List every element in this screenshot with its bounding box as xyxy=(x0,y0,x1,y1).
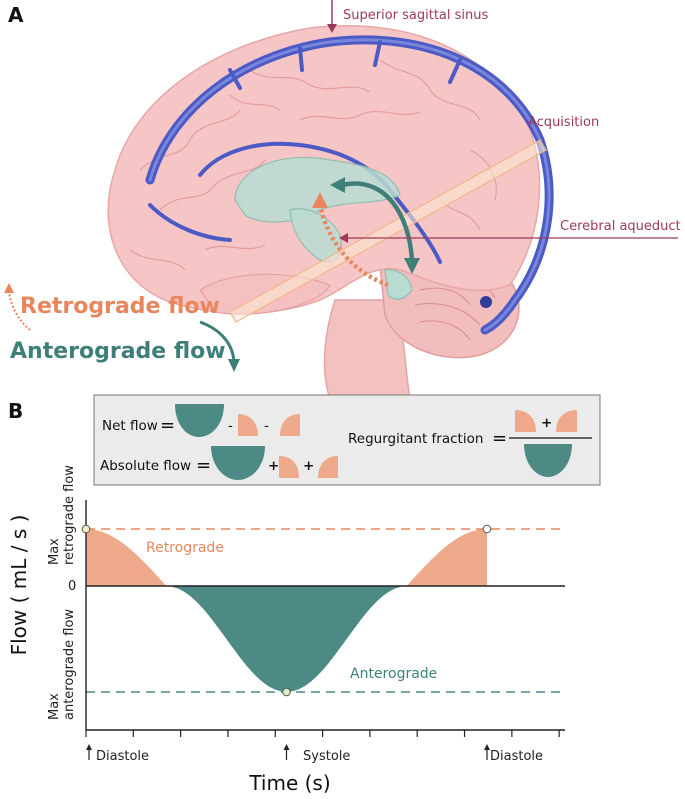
absolute-flow-plus-2: + xyxy=(303,458,314,474)
absolute-flow-eq: = xyxy=(196,455,211,476)
label-cerebral-aqueduct: Cerebral aqueduct xyxy=(560,219,681,234)
net-flow-antero-shape xyxy=(175,404,224,437)
confluence-of-sinuses xyxy=(480,296,492,308)
net-flow-retro-early-shape xyxy=(238,414,258,436)
phase-arrowhead-icon-0 xyxy=(86,744,92,750)
x-marker-diastole-start: Diastole xyxy=(96,749,149,764)
net-flow-minus-1: - xyxy=(228,418,233,434)
rf-retro-late-shape xyxy=(556,410,577,432)
ytick-zero: 0 xyxy=(68,579,76,594)
x-marker-systole: Systole xyxy=(303,749,350,764)
anterograde-legend-arrow xyxy=(199,320,236,363)
rf-plus: + xyxy=(541,415,552,431)
net-flow-eq: = xyxy=(160,415,175,436)
sinus-pointer-icon xyxy=(327,24,337,33)
net-flow-label: Net flow xyxy=(102,418,158,434)
label-acquisition: Acquisition xyxy=(528,115,599,130)
x-marker-diastole-end: Diastole xyxy=(490,749,543,764)
retrograde-arrowhead xyxy=(312,192,328,208)
panel-b-label: B xyxy=(8,399,23,423)
regurgitant-fraction-eq: = xyxy=(492,428,507,449)
aqueduct-pointer-icon xyxy=(339,233,348,243)
area-anterograde-middle xyxy=(166,586,407,692)
x-axis-title: Time (s) xyxy=(248,771,330,795)
anterograde-arrowhead-left xyxy=(330,177,345,193)
regurgitant-fraction-label: Regurgitant fraction xyxy=(348,431,483,447)
absolute-flow-plus-1: + xyxy=(268,458,279,474)
rf-antero-shape xyxy=(524,444,572,477)
area-retrograde-late xyxy=(406,529,487,586)
panel-a-annotations: Superior sagittal sinus Acquisition Cere… xyxy=(327,0,681,243)
y-axis-title: Flow ( mL / s ) xyxy=(7,515,31,656)
net-flow-retro-late-shape xyxy=(280,414,300,436)
absolute-flow-label: Absolute flow xyxy=(100,458,191,474)
net-flow-minus-2: - xyxy=(264,418,269,434)
acquisition-plane xyxy=(229,139,547,323)
retrograde-legend-arrowhead-icon xyxy=(4,283,14,293)
series-label-anterograde: Anterograde xyxy=(350,666,437,682)
brain-illustration xyxy=(107,25,554,400)
peak-marker-anterograde xyxy=(282,687,291,697)
retrograde-arrow xyxy=(317,204,389,288)
area-retrograde-early xyxy=(86,529,167,586)
peak-marker-retrograde-start xyxy=(81,524,91,534)
absolute-flow-retro-late-shape xyxy=(318,456,338,478)
flow-legend: Retrograde flow Anterograde flow xyxy=(4,283,240,372)
anterograde-arrowhead-down xyxy=(404,258,420,274)
series-label-retrograde: Retrograde xyxy=(146,540,224,556)
phase-arrowhead-icon-1 xyxy=(283,744,290,750)
anterograde-arrow xyxy=(341,181,415,263)
panel-a-label: A xyxy=(8,3,24,27)
ytick-max-anterograde: Max anterograde flow xyxy=(47,609,77,720)
formula-box: Net flow = - - Absolute flow = + + Regur… xyxy=(93,394,601,486)
anterograde-legend-arrowhead-icon xyxy=(228,359,240,372)
ytick-max-retrograde: Max retrograde flow xyxy=(47,465,77,565)
label-superior-sagittal-sinus: Superior sagittal sinus xyxy=(343,8,488,23)
absolute-flow-antero-shape xyxy=(211,446,265,480)
fourth-ventricle xyxy=(384,269,413,300)
absolute-flow-retro-early-shape xyxy=(279,456,299,478)
peak-marker-retrograde-end xyxy=(482,524,492,534)
legend-retrograde: Retrograde flow xyxy=(20,294,220,319)
phase-arrowhead-icon-2 xyxy=(484,744,490,750)
rf-retro-early-shape xyxy=(515,410,536,432)
legend-anterograde: Anterograde flow xyxy=(10,339,226,364)
